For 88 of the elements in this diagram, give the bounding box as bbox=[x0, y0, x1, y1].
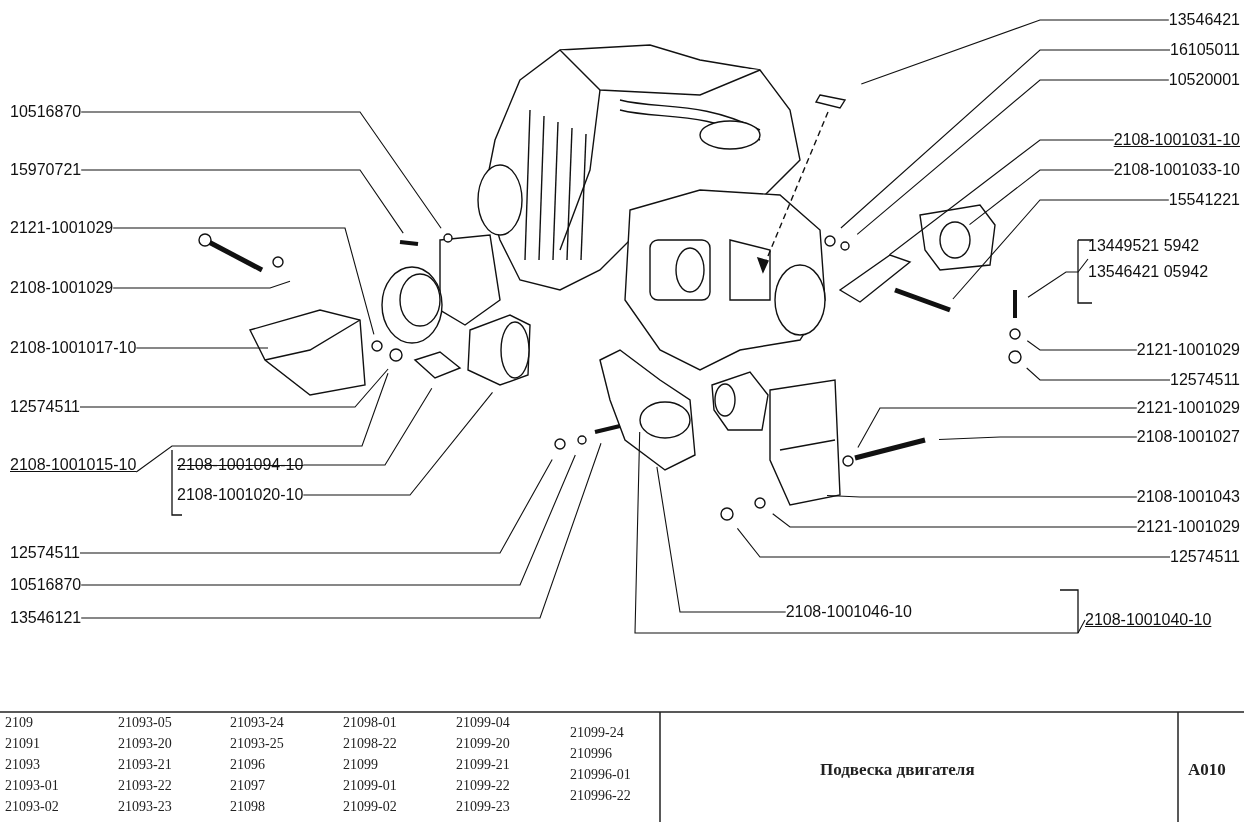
leader-line bbox=[656, 466, 787, 613]
model-code: 21099-04 bbox=[456, 715, 510, 731]
leader-line bbox=[135, 347, 269, 349]
leader-line bbox=[857, 407, 1138, 449]
leader-line bbox=[826, 494, 1138, 498]
part-number: 2121-1001029 bbox=[1136, 398, 1240, 418]
leader-line bbox=[888, 139, 1115, 256]
leader-line bbox=[1027, 258, 1089, 298]
part-number: 2108-1001033-10 bbox=[1113, 160, 1240, 180]
model-code: 21093-21 bbox=[118, 757, 172, 773]
leader-line bbox=[1026, 340, 1138, 351]
leader-line bbox=[860, 19, 1170, 85]
part-number: 12574511 bbox=[10, 543, 80, 563]
model-code: 210996-22 bbox=[570, 788, 631, 804]
leader-line bbox=[112, 227, 375, 335]
part-number: 12574511 bbox=[1170, 547, 1240, 567]
part-number: 2108-1001017-10 bbox=[10, 338, 137, 358]
model-code: 21099-20 bbox=[456, 736, 510, 752]
model-code: 21099-23 bbox=[456, 799, 510, 815]
part-number: 2108-1001040-10 bbox=[1085, 610, 1212, 630]
part-number: 13546421 bbox=[1168, 10, 1240, 30]
model-code: 21099-01 bbox=[343, 778, 397, 794]
model-code: 21099-22 bbox=[456, 778, 510, 794]
model-code: 21099-02 bbox=[343, 799, 397, 815]
part-number: 2108-1001046-10 bbox=[785, 602, 912, 622]
part-number: 2108-1001043 bbox=[1136, 487, 1240, 507]
part-number: 13546121 bbox=[10, 608, 82, 628]
part-number: 15970721 bbox=[10, 160, 82, 180]
part-number: 2108-1001094-10 bbox=[177, 455, 304, 475]
model-code: 21093-20 bbox=[118, 736, 172, 752]
part-number: 13546421 05942 bbox=[1088, 262, 1209, 282]
part-number: 2108-1001027 bbox=[1136, 427, 1240, 447]
model-code: 210996 bbox=[570, 746, 612, 762]
model-code: 21093 bbox=[5, 757, 40, 773]
sheet-code: A010 bbox=[1188, 760, 1226, 780]
model-code: 21098 bbox=[230, 799, 265, 815]
model-code: 21098-22 bbox=[343, 736, 397, 752]
leader-line bbox=[736, 527, 1171, 558]
part-number: 2121-1001029 bbox=[1136, 517, 1240, 537]
leader-line bbox=[302, 387, 433, 466]
model-code: 21098-01 bbox=[343, 715, 397, 731]
title-text: Подвеска двигателя bbox=[820, 760, 975, 780]
model-code: 21093-24 bbox=[230, 715, 284, 731]
part-number: 16105011 bbox=[1170, 40, 1240, 60]
leader-line bbox=[938, 436, 1138, 441]
model-code: 21097 bbox=[230, 778, 265, 794]
leader-line bbox=[80, 442, 602, 619]
model-code: 21096 bbox=[230, 757, 265, 773]
part-number: 2108-1001015-10 bbox=[10, 455, 137, 475]
part-number: 10520001 bbox=[1168, 70, 1240, 90]
model-code: 21093-25 bbox=[230, 736, 284, 752]
part-number: 15541221 bbox=[1168, 190, 1240, 210]
leader-line bbox=[79, 458, 553, 554]
leader-line bbox=[952, 199, 1170, 300]
leader-line bbox=[302, 391, 494, 496]
leader-line bbox=[772, 513, 1138, 528]
leader-line bbox=[112, 280, 291, 289]
leader-line bbox=[135, 372, 389, 473]
model-code: 21099-24 bbox=[570, 725, 624, 741]
model-code: 21093-02 bbox=[5, 799, 59, 815]
leader-line bbox=[80, 454, 576, 586]
leader-line bbox=[840, 49, 1171, 229]
part-number: 2108-1001029 bbox=[10, 278, 114, 298]
part-number: 2108-1001031-10 bbox=[1113, 130, 1240, 150]
model-code: 21093-05 bbox=[118, 715, 172, 731]
model-code: 21099-21 bbox=[456, 757, 510, 773]
part-number: 12574511 bbox=[10, 397, 80, 417]
part-number: 2121-1001029 bbox=[1136, 340, 1240, 360]
part-number: 2121-1001029 bbox=[10, 218, 114, 238]
leader-line bbox=[1026, 367, 1171, 381]
model-code: 210996-01 bbox=[570, 767, 631, 783]
model-code: 21091 bbox=[5, 736, 40, 752]
part-number: 10516870 bbox=[10, 102, 82, 122]
part-number: 2108-1001020-10 bbox=[177, 485, 304, 505]
part-number: 13449521 5942 bbox=[1088, 236, 1201, 256]
leader-line bbox=[80, 111, 442, 229]
model-code: 2109 bbox=[5, 715, 33, 731]
leader-line bbox=[856, 79, 1170, 235]
model-code: 21093-01 bbox=[5, 778, 59, 794]
leader-line bbox=[79, 368, 389, 408]
leader-line bbox=[968, 169, 1115, 226]
model-code: 21099 bbox=[343, 757, 378, 773]
model-code: 21093-22 bbox=[118, 778, 172, 794]
leader-line bbox=[634, 431, 1086, 634]
leader-line bbox=[80, 169, 404, 234]
model-code: 21093-23 bbox=[118, 799, 172, 815]
part-number: 12574511 bbox=[1170, 370, 1240, 390]
part-number: 10516870 bbox=[10, 575, 82, 595]
